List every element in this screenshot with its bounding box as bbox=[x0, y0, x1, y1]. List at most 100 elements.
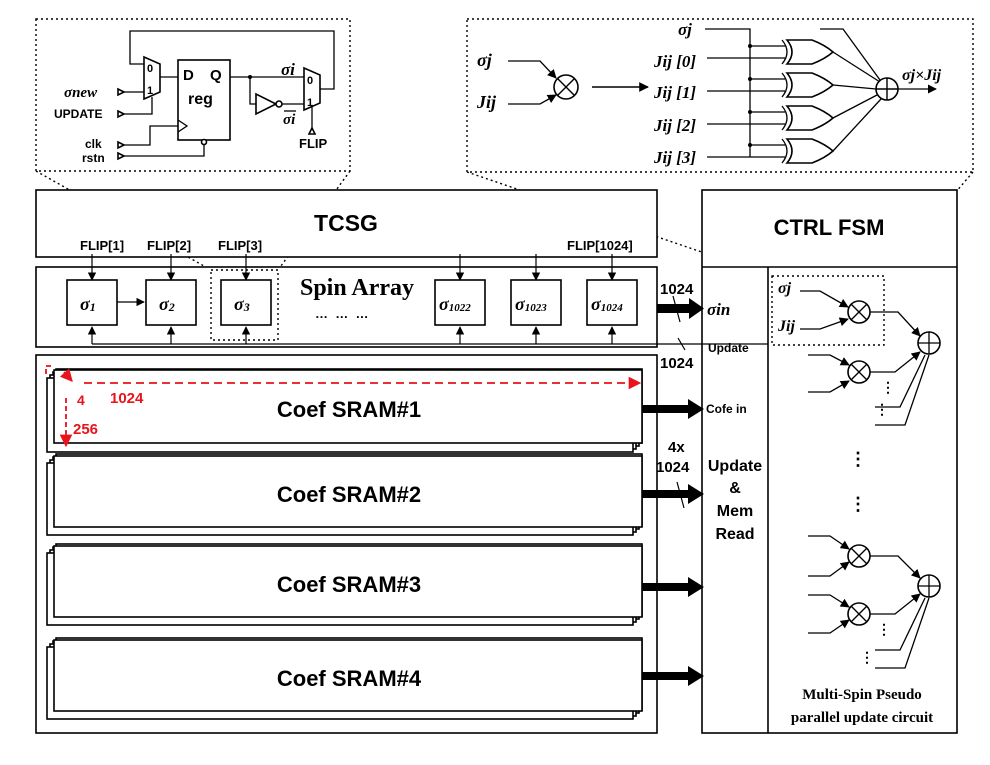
xor-gate-2 bbox=[781, 105, 835, 131]
sram-2-label: Coef SRAM#2 bbox=[277, 482, 421, 507]
jij-bit3-label: Jij [3] bbox=[653, 148, 696, 167]
sram-cols-label: 1024 bbox=[110, 390, 144, 407]
mult-jij-label: Jij bbox=[476, 92, 497, 112]
jij-bit2-label: Jij [2] bbox=[653, 116, 696, 135]
flip-1024-label: FLIP[1024] bbox=[567, 238, 633, 253]
output-mux bbox=[303, 66, 321, 112]
sigma-i-bar-label: σi bbox=[283, 112, 296, 128]
multiplier-detail-frame bbox=[466, 18, 974, 173]
tcsg-title: TCSG bbox=[314, 210, 378, 236]
register-detail-frame bbox=[35, 18, 351, 172]
cofe-in-label: Cofe in bbox=[706, 402, 747, 416]
sram-3-label: Coef SRAM#3 bbox=[277, 572, 421, 597]
sram-1-label: Coef SRAM#1 bbox=[277, 397, 421, 422]
spin-array-title: Spin Array bbox=[300, 275, 414, 301]
spin-cell-3-highlight bbox=[210, 269, 279, 341]
spin-array-ellipsis: … … … bbox=[315, 306, 368, 321]
pp-jij-label: Jij bbox=[777, 318, 795, 335]
ctrl-fsm-block bbox=[701, 189, 958, 734]
svg-text:σ1022: σ1022 bbox=[439, 294, 471, 314]
multiplier-detail-callout: σj Jij σj Jij [0] Jij [1] Jij [2] Jij [3… bbox=[466, 18, 974, 173]
reset-bubble bbox=[200, 138, 208, 146]
reg-q-label: Q bbox=[210, 67, 222, 84]
sram-bank-3: Coef SRAM#3 bbox=[46, 543, 643, 626]
mux-input-0-label: 0 bbox=[147, 63, 153, 75]
pp-vdots-f: ⋮ bbox=[860, 649, 874, 665]
spin-cell-1024: σ1024 bbox=[586, 279, 638, 326]
feedback-wire bbox=[129, 30, 335, 90]
inverter bbox=[255, 92, 278, 116]
rstn-port bbox=[117, 151, 126, 161]
pseudo-parallel-update-circuit: σj Jij ⋮ ⋮ ⋮ ⋮ bbox=[771, 275, 941, 726]
pp-caption-line2: parallel update circuit bbox=[791, 710, 933, 726]
flip-1-label: FLIP[1] bbox=[80, 238, 124, 253]
clk-port bbox=[117, 140, 126, 150]
flip-2-label: FLIP[2] bbox=[147, 238, 191, 253]
sigma-in-width-label: 1024 bbox=[660, 281, 694, 298]
pp-vdots-d: ⋮ bbox=[849, 494, 867, 514]
sigma-i-label: σi bbox=[281, 60, 295, 79]
pp-vdots-c: ⋮ bbox=[849, 449, 867, 469]
sigma-j-bus-label: σj bbox=[678, 20, 692, 39]
spin-cell-1022: σ1022 bbox=[434, 279, 486, 326]
svg-text:Read: Read bbox=[715, 526, 754, 543]
coef-width-1024-label: 1024 bbox=[656, 459, 690, 476]
pp-vdots-b: ⋮ bbox=[875, 401, 889, 417]
update-mem-read-label: Update & Mem Read bbox=[708, 458, 762, 543]
sram-bank-4: Coef SRAM#4 bbox=[46, 637, 643, 720]
sram-depth-label: 4 bbox=[77, 392, 85, 408]
rstn-input-label: rstn bbox=[82, 151, 105, 165]
sigma-new-label: σnew bbox=[64, 85, 98, 101]
jij-bit0-label: Jij [0] bbox=[653, 52, 696, 71]
mult-sigma-j-label: σj bbox=[477, 50, 493, 70]
pp-sigma-j-label: σj bbox=[778, 280, 792, 297]
reg-d-label: D bbox=[183, 67, 194, 84]
reg-name-label: reg bbox=[188, 91, 213, 108]
flip-3-label: FLIP[3] bbox=[218, 238, 262, 253]
pp-vdots-e: ⋮ bbox=[877, 621, 891, 637]
jij-bit1-label: Jij [1] bbox=[653, 83, 696, 102]
sigma-in-bus: 1024 σin bbox=[657, 281, 730, 323]
xor-gate-0 bbox=[781, 39, 835, 65]
sram-4-label: Coef SRAM#4 bbox=[277, 666, 422, 691]
sigma-new-port bbox=[117, 87, 126, 97]
register-detail-callout: 0 1 D Q reg σnew UPDATE clk rstn 0 bbox=[35, 18, 351, 172]
sram-output-arrows bbox=[642, 399, 704, 686]
update-port bbox=[117, 109, 126, 119]
coef-width-4x-label: 4x bbox=[668, 439, 685, 456]
sram-bank-1: Coef SRAM#1 bbox=[46, 368, 643, 453]
clock-edge-symbol bbox=[177, 119, 189, 133]
out-mux-1-label: 1 bbox=[307, 97, 313, 109]
spin-cell-2: σ2 bbox=[145, 279, 197, 326]
svg-text:&: & bbox=[729, 480, 741, 497]
clk-input-label: clk bbox=[85, 137, 102, 151]
sigma-in-label: σin bbox=[707, 300, 730, 319]
sram-rows-label: 256 bbox=[73, 421, 98, 438]
spin-cell-1023: σ1023 bbox=[510, 279, 562, 326]
svg-text:σ1023: σ1023 bbox=[515, 294, 547, 314]
svg-text:Mem: Mem bbox=[717, 503, 753, 520]
spin-cell-3: σ3 bbox=[220, 279, 272, 326]
sram-dimension-markers: 4 1024 256 bbox=[45, 365, 642, 448]
update-input-label: UPDATE bbox=[54, 107, 102, 121]
sram-bank-2: Coef SRAM#2 bbox=[46, 453, 643, 536]
pp-caption-line1: Multi-Spin Pseudo bbox=[802, 687, 922, 703]
pp-vdots-a: ⋮ bbox=[881, 379, 895, 395]
input-mux bbox=[143, 55, 161, 101]
product-output-label: σj×Jij bbox=[902, 67, 942, 84]
svg-text:Update: Update bbox=[708, 458, 762, 475]
update-bus-label: Update bbox=[708, 341, 749, 355]
xor-gate-1 bbox=[781, 72, 835, 98]
multiplier-highlight bbox=[771, 275, 885, 346]
svg-text:σ1: σ1 bbox=[80, 294, 96, 314]
tcsg-block bbox=[35, 189, 658, 258]
update-width-label: 1024 bbox=[660, 355, 694, 372]
svg-text:σ1024: σ1024 bbox=[591, 294, 623, 314]
mux-input-1-label: 1 bbox=[147, 85, 153, 97]
ctrl-fsm-title: CTRL FSM bbox=[774, 215, 885, 240]
svg-text:σ2: σ2 bbox=[159, 294, 175, 314]
out-mux-0-label: 0 bbox=[307, 75, 313, 87]
flip-input-label: FLIP bbox=[299, 136, 327, 151]
svg-text:σ3: σ3 bbox=[234, 294, 250, 314]
